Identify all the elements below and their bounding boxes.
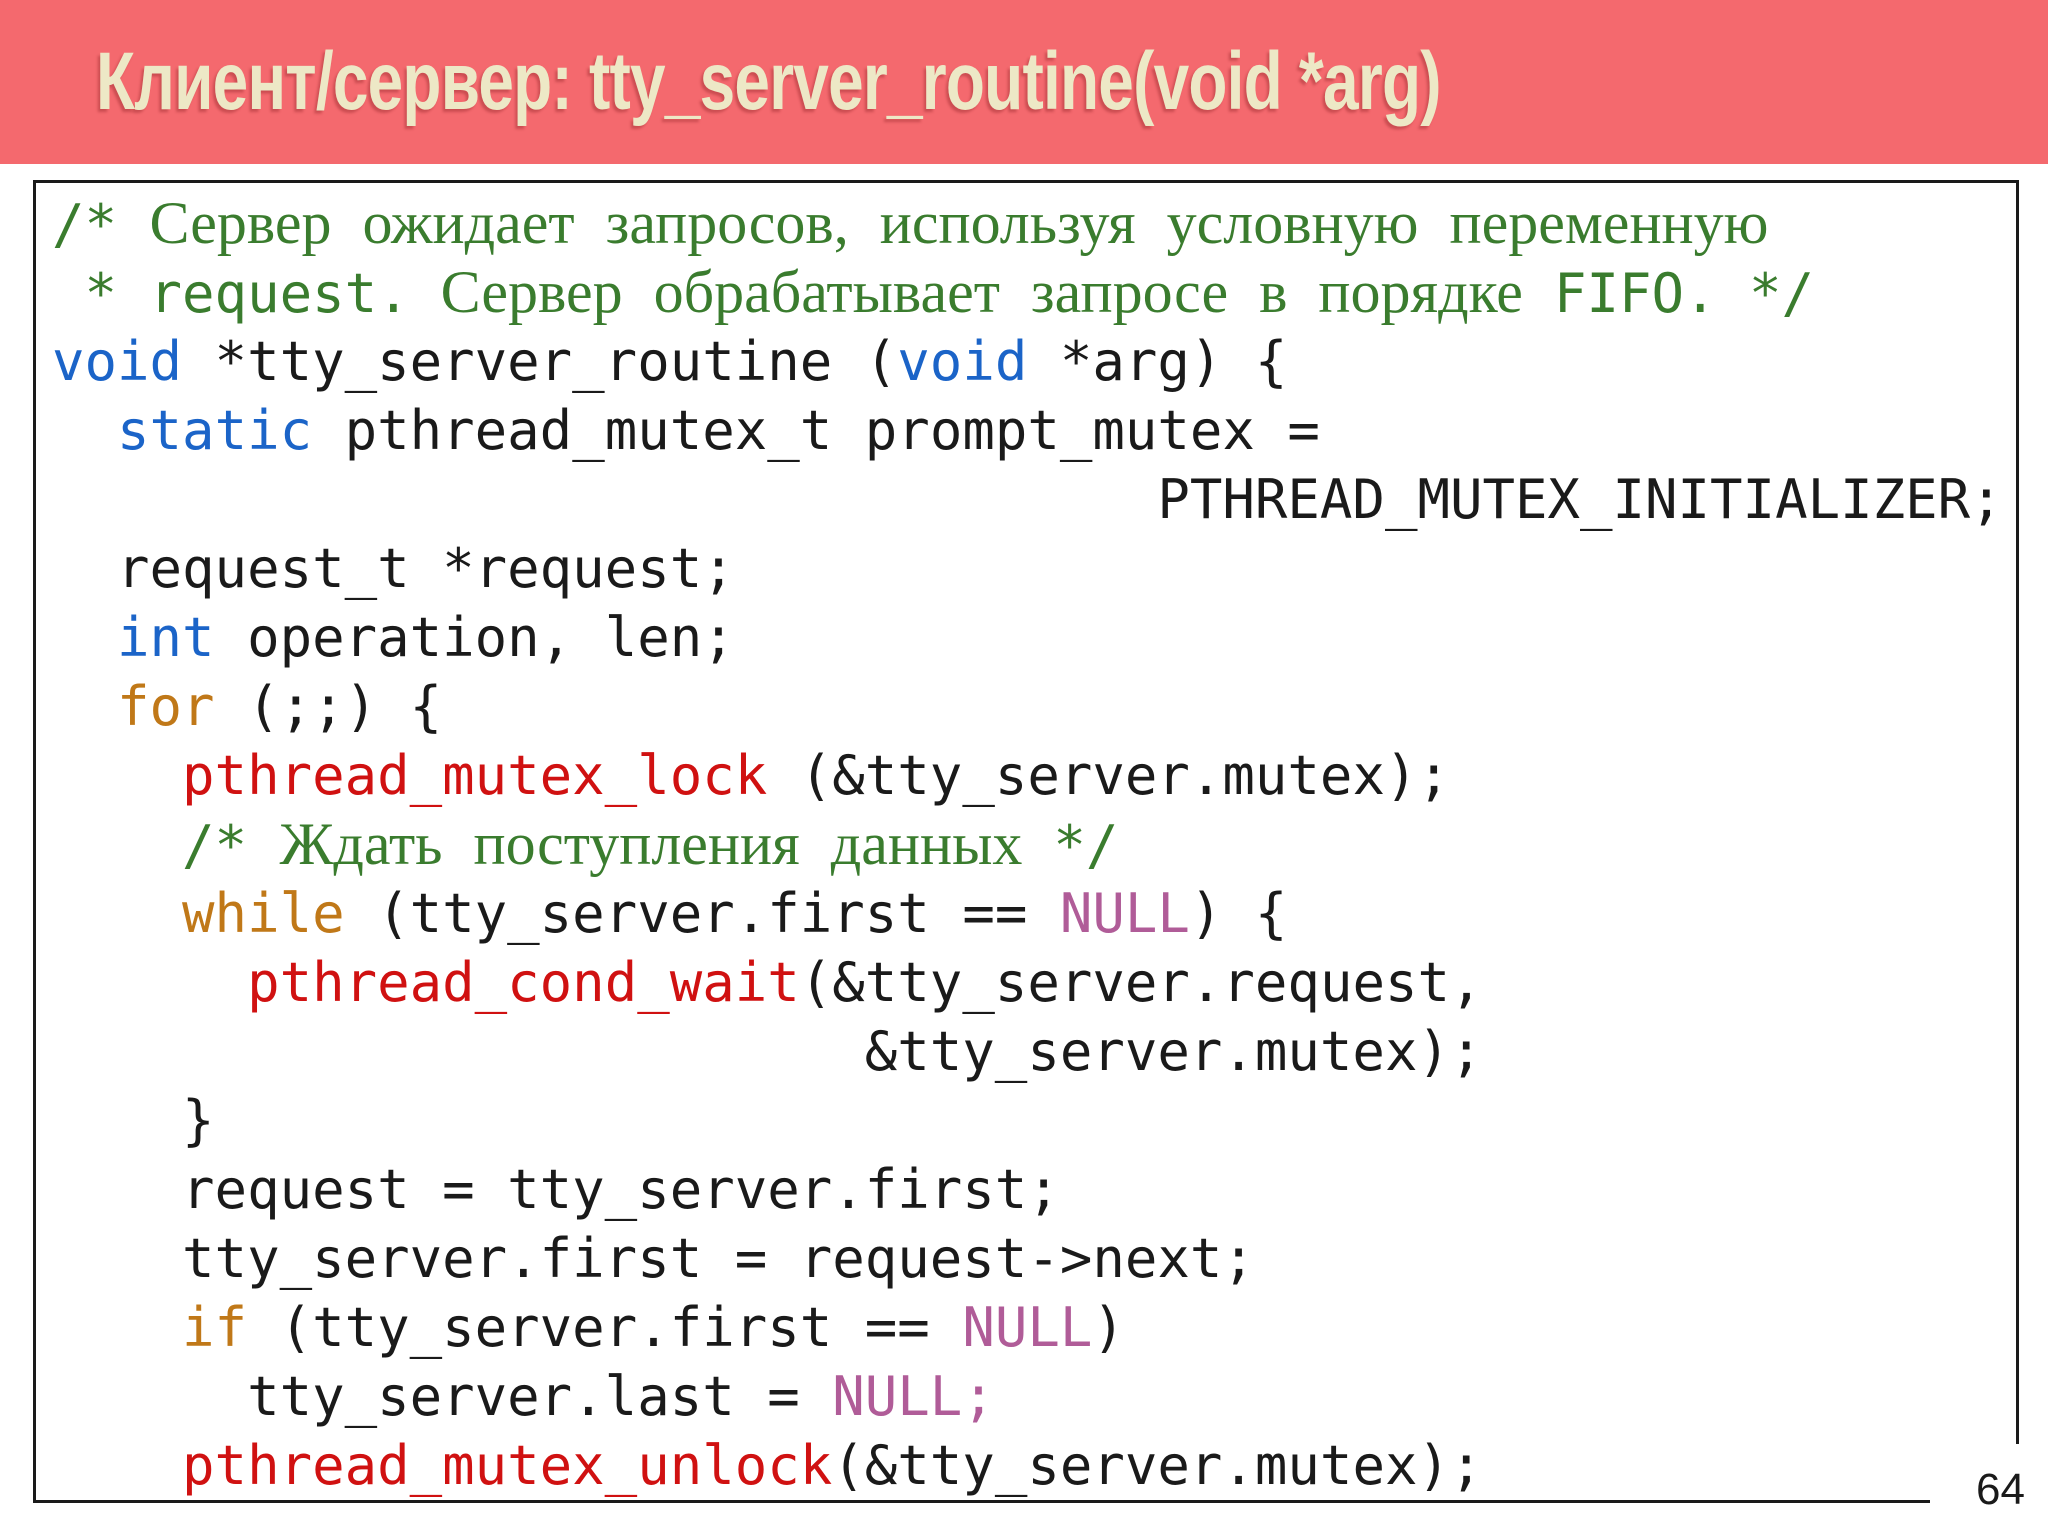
code-token [52,675,117,738]
code-line: /* Ждать поступления данных */ [52,810,2016,879]
code-token: /* [182,814,280,877]
code-token: int [117,606,215,669]
code-line: /* Сервер ожидает запросов, используя ус… [52,189,2016,258]
code-token: NULL [962,1296,1093,1359]
code-token: request_t *request; [52,537,735,600]
code-token: request = tty_server.first; [52,1158,1060,1221]
code-token: pthread_mutex_unlock [182,1434,833,1497]
code-token: ) { [1189,882,1288,945]
code-token: &tty_server.mutex); [52,1020,1483,1083]
code-token [52,1296,182,1359]
page-number-patch: 64 [1930,1444,2048,1536]
code-token: (&tty_server.mutex); [767,744,1450,807]
code-token: (tty_server.first == [344,882,1060,945]
code-token: (tty_server.first == [247,1296,963,1359]
code-token [52,951,247,1014]
code-token: (&tty_server.mutex); [832,1434,1483,1497]
code-token: tty_server.first = request->next; [52,1227,1255,1290]
code-token: /* [52,193,150,256]
slide-title: Клиент/сервер: tty_server_routine(void *… [96,36,1442,127]
code-box: /* Сервер ожидает запросов, используя ус… [33,180,2019,1503]
code-token: Сервер ожидает запросов, используя услов… [149,190,1769,256]
slide-header: Клиент/сервер: tty_server_routine(void *… [0,0,2048,164]
code-token: void [897,330,1028,393]
code-token: tty_server.last = [52,1365,833,1428]
code-token [52,606,117,669]
code-token: * request. [52,262,410,325]
code-token: NULL [1059,882,1190,945]
code-token: pthread_mutex_lock [182,744,768,807]
code-token: ) [1092,1296,1125,1359]
code-token: Сервер обрабатывает запросе в порядке [409,259,1554,325]
code-line: int operation, len; [52,603,2016,672]
code-line: tty_server.first = request->next; [52,1224,2016,1293]
code-line: while (tty_server.first == NULL) { [52,879,2016,948]
code-token: pthread_mutex_t prompt_mutex = [312,399,1320,462]
code-line: } [52,1086,2016,1155]
code-token: Ждать поступления данных [279,811,1054,877]
code-token: operation, len; [214,606,735,669]
code-line: pthread_mutex_unlock(&tty_server.mutex); [52,1431,2016,1500]
code-token [52,882,182,945]
code-token: for [117,675,215,738]
page-number: 64 [1976,1465,2025,1514]
code-token: while [182,882,345,945]
code-line: void *tty_server_routine (void *arg) { [52,327,2016,396]
code-line: pthread_mutex_lock (&tty_server.mutex); [52,741,2016,810]
code-token: static [117,399,313,462]
code-line: tty_server.last = NULL; [52,1362,2016,1431]
code-token: NULL; [832,1365,995,1428]
code-token [52,399,117,462]
code-token [52,1434,182,1497]
code-token [52,814,182,877]
code-line: PTHREAD_MUTEX_INITIALIZER; [52,465,2016,534]
code-line: pthread_cond_wait(&tty_server.request, [52,948,2016,1017]
code-line: request_t *request; [52,534,2016,603]
code-token: (&tty_server.request, [799,951,1483,1014]
code-token: *tty_server_routine ( [182,330,898,393]
code-token: } [52,1089,215,1152]
code-line: request = tty_server.first; [52,1155,2016,1224]
code-block: /* Сервер ожидает запросов, используя ус… [52,189,2016,1500]
code-line: &tty_server.mutex); [52,1017,2016,1086]
code-token [52,744,182,807]
code-token: */ [1053,814,1119,877]
code-line: * request. Сервер обрабатывает запросе в… [52,258,2016,327]
code-token: *arg) { [1027,330,1288,393]
code-token: FIFO. */ [1553,262,1815,325]
code-line: static pthread_mutex_t prompt_mutex = [52,396,2016,465]
code-token: pthread_cond_wait [247,951,800,1014]
code-token: void [52,330,183,393]
code-token: PTHREAD_MUTEX_INITIALIZER; [52,468,2003,531]
code-line: for (;;) { [52,672,2016,741]
code-token: if [182,1296,248,1359]
code-line: if (tty_server.first == NULL) [52,1293,2016,1362]
code-token: (;;) { [214,675,443,738]
